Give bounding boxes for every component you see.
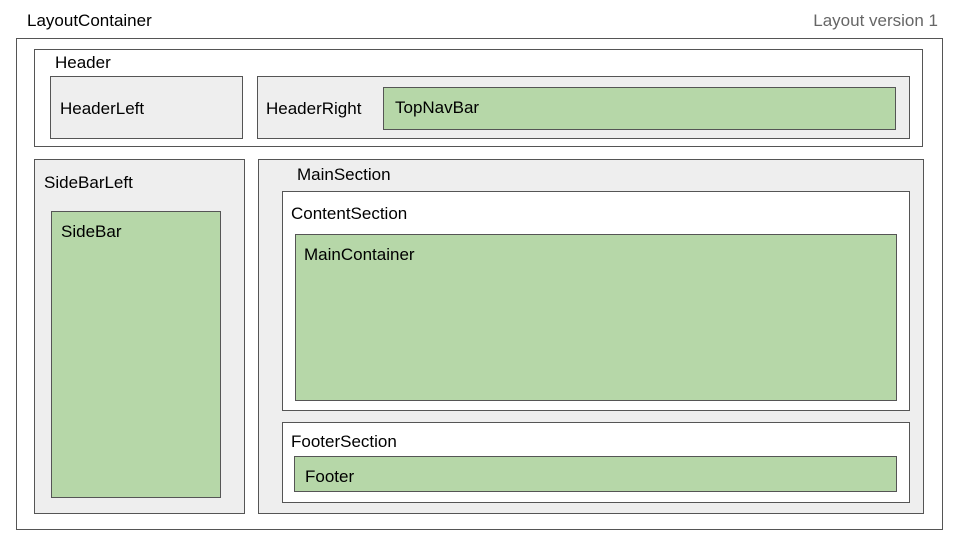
content-section-label: ContentSection (291, 204, 408, 223)
sidebar-left-label: SideBarLeft (44, 173, 133, 192)
main-container (295, 234, 897, 401)
header-right-label: HeaderRight (266, 99, 362, 118)
sidebar-label: SideBar (61, 222, 122, 241)
top-nav-bar (383, 87, 896, 130)
sidebar (51, 211, 221, 498)
layout-version-label: Layout version 1 (813, 11, 938, 30)
header-left-label: HeaderLeft (60, 99, 145, 118)
main-section-label: MainSection (297, 165, 391, 184)
header-left-region (50, 76, 243, 139)
footer-section-label: FooterSection (291, 432, 397, 451)
layout-container-label: LayoutContainer (27, 11, 152, 30)
footer (294, 456, 897, 492)
top-nav-bar-label: TopNavBar (395, 98, 480, 117)
main-container-label: MainContainer (304, 245, 415, 264)
header-label: Header (55, 53, 111, 72)
footer-label: Footer (305, 467, 355, 486)
